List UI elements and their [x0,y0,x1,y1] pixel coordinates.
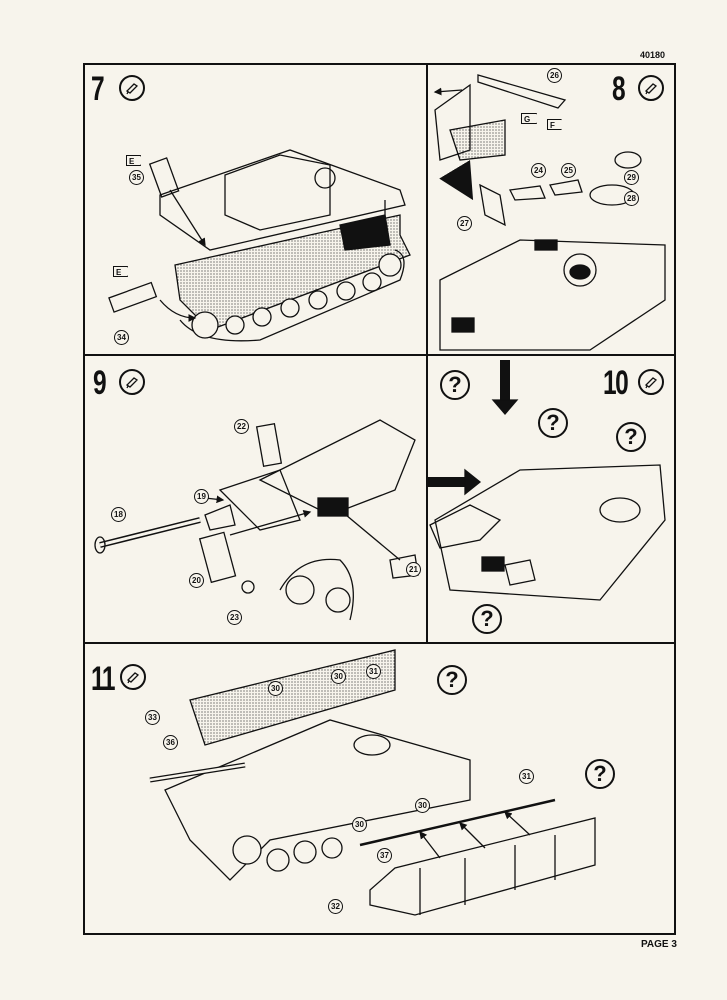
instruction-grid [83,63,676,935]
unknown-part-marker: ? [440,370,470,400]
part-callout: 33 [145,710,160,725]
glue-icon [638,369,664,395]
step9-gun-drawing [94,419,482,621]
step10-hull-drawing [429,360,666,601]
part-callout: 22 [234,419,249,434]
part-callout: 31 [366,664,381,679]
part-callout: 37 [377,848,392,863]
step7-hull-drawing [108,149,411,342]
glue-icon [638,75,664,101]
part-callout: 23 [227,610,242,625]
part-callout: 25 [561,163,576,178]
unknown-part-marker: ? [585,759,615,789]
step-number-11: 11 [91,660,115,698]
part-callout: 27 [457,216,472,231]
unknown-part-marker: ? [538,408,568,438]
step-number-10: 10 [603,364,629,402]
part-callout: 34 [114,330,129,345]
part-callout: 19 [194,489,209,504]
glue-icon [119,369,145,395]
part-callout: 30 [415,798,430,813]
step-number-9: 9 [93,364,107,402]
glue-icon [120,664,146,690]
divider [83,354,676,356]
part-callout: 36 [163,735,178,750]
divider [426,63,428,643]
part-callout: 21 [406,562,421,577]
part-callout: 30 [268,681,283,696]
step-number-7: 7 [91,70,105,108]
part-callout: 24 [531,163,546,178]
part-callout: 29 [624,170,639,185]
step-number-8: 8 [612,70,626,108]
product-code: 40180 [640,50,666,60]
step8-hull-drawing [433,74,666,351]
glue-icon [119,75,145,101]
divider [83,642,676,644]
part-callout: 31 [519,769,534,784]
part-callout: 30 [331,669,346,684]
part-callout: 30 [352,817,367,832]
part-callout: 32 [328,899,343,914]
part-callout: 18 [111,507,126,522]
unknown-part-marker: ? [472,604,502,634]
unknown-part-marker: ? [616,422,646,452]
part-callout: 20 [189,573,204,588]
page-number: PAGE 3 [641,939,677,950]
part-callout: 26 [547,68,562,83]
unknown-part-marker: ? [437,665,467,695]
part-callout: 35 [129,170,144,185]
part-callout: 28 [624,191,639,206]
